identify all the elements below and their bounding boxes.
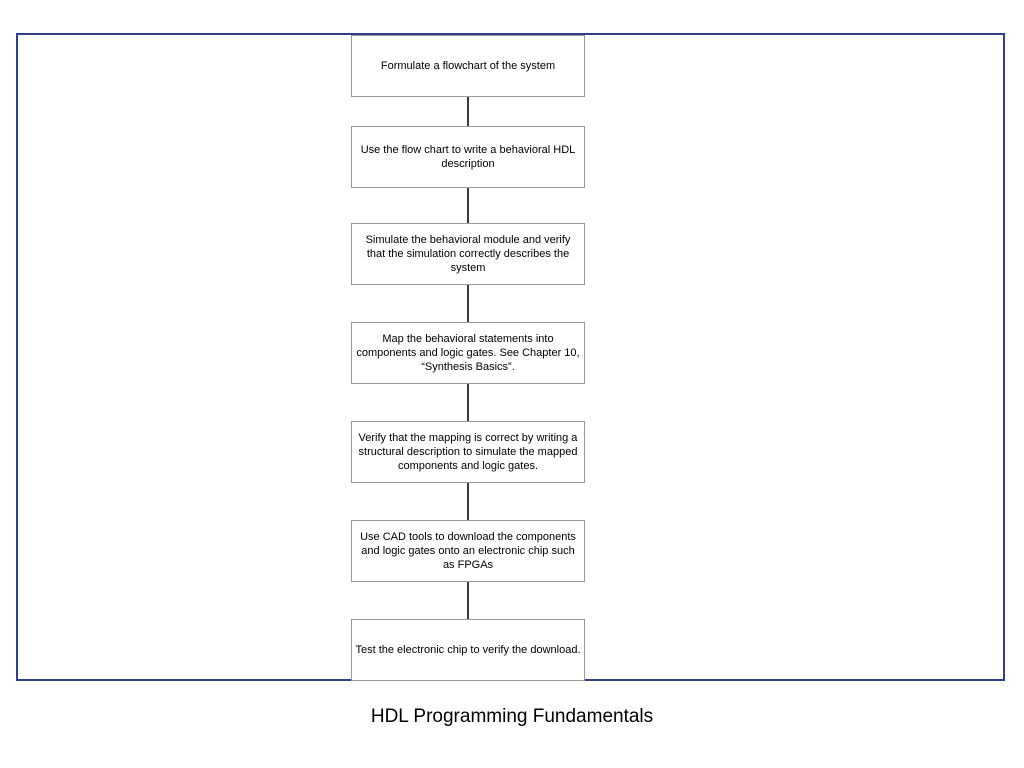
flow-connector-1: [467, 97, 469, 126]
flow-connector-2: [467, 188, 469, 223]
flow-step-5: Verify that the mapping is correct by wr…: [351, 421, 585, 483]
flow-connector-5: [467, 483, 469, 520]
flow-step-2: Use the flow chart to write a behavioral…: [351, 126, 585, 188]
flow-step-7: Test the electronic chip to verify the d…: [351, 619, 585, 681]
flow-connector-6: [467, 582, 469, 619]
flow-step-1: Formulate a flowchart of the system: [351, 35, 585, 97]
flow-step-6: Use CAD tools to download the components…: [351, 520, 585, 582]
flow-connector-4: [467, 384, 469, 421]
flow-step-4: Map the behavioral statements into compo…: [351, 322, 585, 384]
slide-caption: HDL Programming Fundamentals: [370, 706, 654, 727]
flow-step-3: Simulate the behavioral module and verif…: [351, 223, 585, 285]
flow-connector-3: [467, 285, 469, 322]
